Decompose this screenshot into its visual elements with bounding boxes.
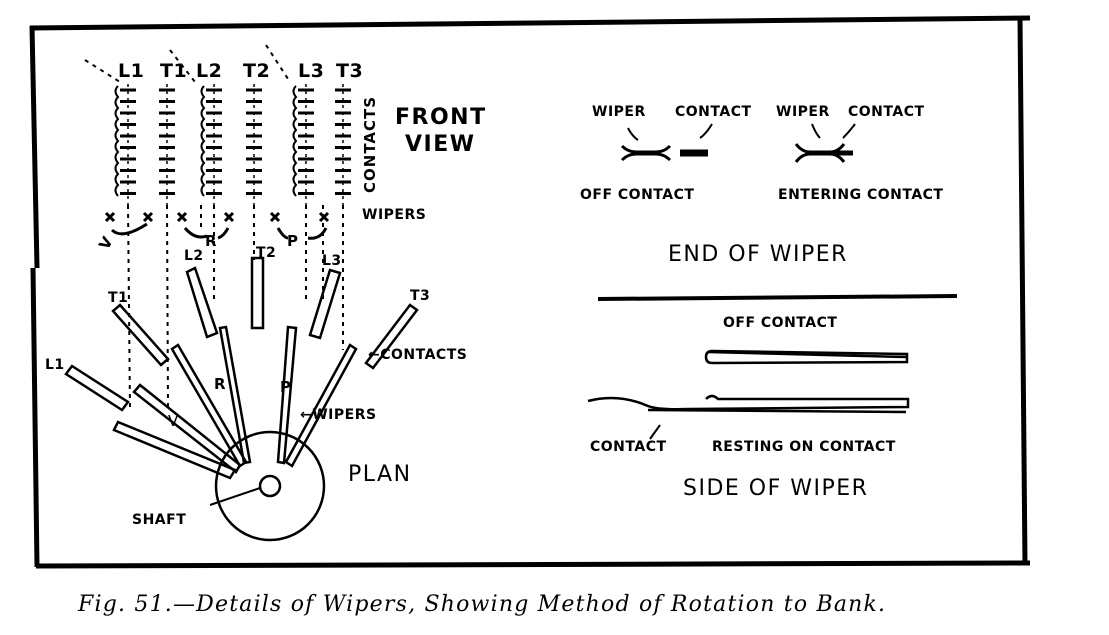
line-bank [114, 84, 136, 205]
end-left-wiper-label: WIPER [592, 104, 646, 120]
plan-wipers-label: ←WIPERS [300, 407, 377, 423]
off-contact-state: OFF CONTACT [580, 187, 695, 203]
side-of-wiper-title: SIDE OF WIPER [683, 476, 869, 501]
front-view-banks [114, 84, 351, 205]
shaft [258, 474, 282, 498]
front-view-title-1: FRONT [395, 105, 487, 130]
plan-contact-t1: T1 [108, 290, 129, 306]
figure-caption: Fig. 51.—Details of Wipers, Showing Meth… [78, 592, 887, 617]
bank-label-t3: T3 [336, 60, 364, 82]
plan-wiper-p: P [280, 378, 292, 396]
bank-label-l1: L1 [118, 60, 145, 82]
front-view-title-2: VIEW [405, 132, 476, 157]
front-wipers-label: WIPERS [362, 207, 427, 223]
bank-label-l2: L2 [196, 60, 223, 82]
trunk-bank [335, 84, 351, 205]
front-contacts-label: CONTACTS [361, 95, 379, 193]
end-right-contact-label: CONTACT [848, 104, 925, 120]
line-bank [200, 84, 222, 205]
side-of-wiper-icons [587, 349, 910, 440]
end-right-wiper-label: WIPER [776, 104, 830, 120]
plan-contact-t3: T3 [410, 288, 431, 304]
end-of-wiper-icons [597, 123, 958, 301]
plan-contact-l2: L2 [184, 248, 204, 264]
plan-wiper-v: V [168, 412, 179, 430]
plan-contact-t2: T2 [256, 245, 277, 261]
bank-label-t2: T2 [243, 60, 271, 82]
side-contact-label: CONTACT [590, 439, 667, 455]
end-left-contact-label: CONTACT [675, 104, 752, 120]
entering-contact-state: ENTERING CONTACT [778, 187, 944, 203]
plan-contact-l1: L1 [45, 357, 65, 373]
bank-label-l3: L3 [298, 60, 325, 82]
plan-wiper-r: R [214, 375, 227, 393]
side-off-contact-label: OFF CONTACT [723, 315, 838, 331]
line-bank [292, 84, 314, 205]
plan-contact-l3: L3 [322, 253, 342, 269]
plan-view [64, 256, 419, 542]
shaft-label: SHAFT [132, 512, 187, 528]
guide-lines [84, 44, 344, 411]
wiper-pair-p: P [287, 232, 299, 250]
wiper-marks [104, 211, 330, 240]
bank-label-t1: T1 [160, 60, 188, 82]
plan-contacts-label: ←CONTACTS [368, 347, 468, 363]
wiper-pair-r: R [205, 232, 218, 250]
figure-frame [29, 15, 1031, 569]
shaft-disc [214, 430, 326, 542]
trunk-bank [159, 84, 175, 205]
plan-title: PLAN [348, 462, 412, 487]
end-of-wiper-title: END OF WIPER [668, 242, 848, 267]
trunk-bank [246, 84, 262, 205]
side-resting-label: RESTING ON CONTACT [712, 439, 896, 455]
